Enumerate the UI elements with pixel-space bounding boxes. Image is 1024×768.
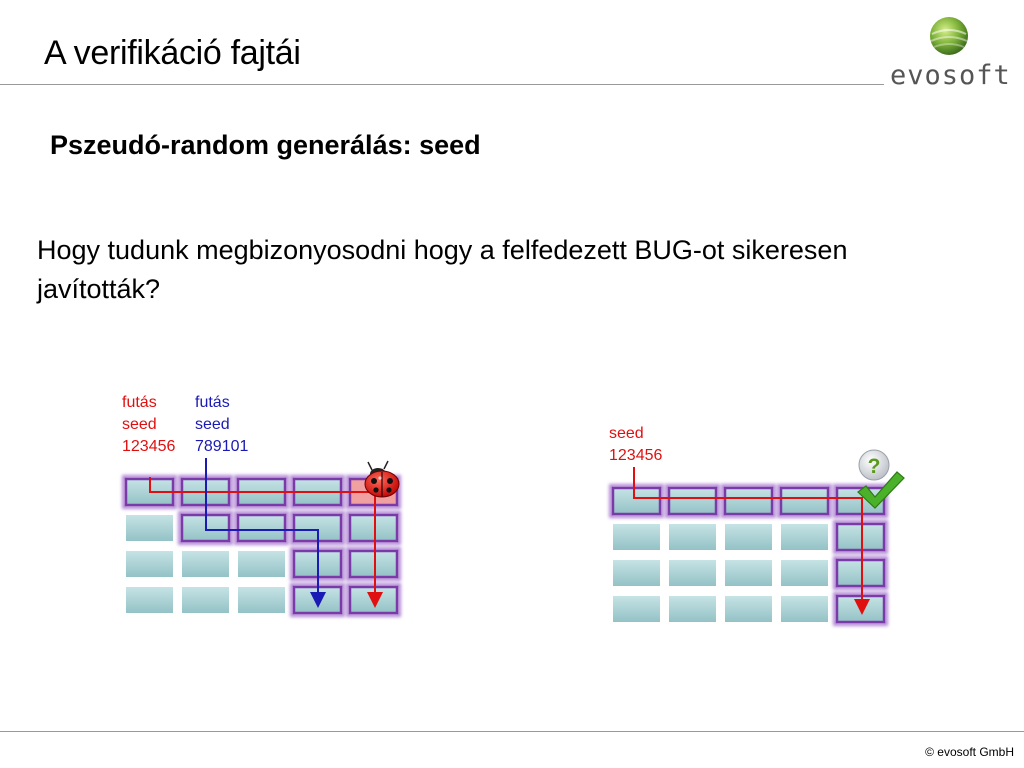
red-path-right: [633, 467, 870, 615]
logo-text: evosoft: [890, 60, 1011, 91]
run-label-blue-line1: futás: [195, 394, 230, 411]
run-label-red-line1: futás: [122, 394, 157, 411]
grid-cell: [613, 596, 660, 622]
grid-cell: [725, 596, 772, 622]
grid-cell: [725, 560, 772, 586]
grid-cell-on-path: [292, 585, 343, 615]
right-grid: [609, 484, 888, 626]
grid-cell-on-path: [835, 558, 886, 588]
path-cell-halo: [609, 484, 664, 518]
path-cell-halo: [833, 520, 888, 554]
path-cell-halo: [346, 511, 401, 545]
grid-cell: [781, 524, 828, 550]
grid-cell: [182, 551, 229, 577]
path-cell-halo: [346, 547, 401, 581]
grid-cell: [126, 515, 173, 541]
run-label-red-line2: seed: [122, 416, 157, 433]
grid-cell-on-path: [236, 513, 287, 543]
grid-cell: [781, 560, 828, 586]
grid-cell: [238, 551, 285, 577]
grid-cell: [126, 551, 173, 577]
grid-cell: [613, 524, 660, 550]
checkmark-icon: [857, 471, 905, 509]
grid-cell: [182, 587, 229, 613]
grid-cell-on-path: [835, 522, 886, 552]
svg-text:?: ?: [868, 455, 881, 478]
run-label-right: seed 123456: [609, 423, 662, 467]
ladybug-icon: [364, 460, 400, 498]
run-label-right-seed: 123456: [609, 447, 663, 464]
run-label-right-line1: seed: [609, 425, 644, 442]
question-icon: ?: [858, 449, 890, 481]
slide-title: A verifikáció fajtái: [44, 34, 301, 72]
path-cell-halo: [833, 592, 888, 626]
grid-cell: [725, 524, 772, 550]
left-grid: [122, 475, 401, 617]
path-cell-halo: [777, 484, 832, 518]
path-cell-halo: [346, 583, 401, 617]
path-cell-halo: [234, 511, 289, 545]
grid-cell: [781, 596, 828, 622]
copyright: © evosoft GmbH: [925, 745, 1014, 759]
grid-cell-on-path: [611, 486, 662, 516]
grid-cell-on-path: [723, 486, 774, 516]
blue-path-left: [205, 458, 326, 608]
run-label-red-seed: 123456: [122, 438, 176, 455]
grid-cell: [669, 524, 716, 550]
grid-cell: [669, 596, 716, 622]
run-label-red: futás seed 123456: [122, 392, 175, 458]
grid-cell: [669, 560, 716, 586]
title-divider: [0, 84, 884, 85]
path-cell-halo: [833, 484, 888, 518]
grid-cell-on-path: [835, 594, 886, 624]
grid-cell-on-path: [779, 486, 830, 516]
footer-divider: [0, 731, 1024, 732]
run-label-blue-line2: seed: [195, 416, 230, 433]
grid-cell: [238, 587, 285, 613]
grid-cell-on-path: [348, 585, 399, 615]
evosoft-logo: evosoft: [890, 14, 1014, 92]
globe-icon: [930, 17, 968, 55]
question-text: Hogy tudunk megbizonyosodni hogy a felfe…: [37, 235, 848, 304]
run-label-blue-seed: 789101: [195, 438, 249, 455]
grid-cell-on-path: [348, 513, 399, 543]
red-path-left: [149, 477, 383, 608]
grid-cell-on-path: [348, 549, 399, 579]
grid-cell: [126, 587, 173, 613]
path-cell-halo: [721, 484, 776, 518]
path-cell-halo: [665, 484, 720, 518]
run-label-blue: futás seed 789101: [195, 392, 248, 458]
grid-cell: [613, 560, 660, 586]
path-cell-halo: [833, 556, 888, 590]
slide-subtitle: Pszeudó-random generálás: seed: [50, 130, 481, 160]
grid-cell-on-path: [667, 486, 718, 516]
